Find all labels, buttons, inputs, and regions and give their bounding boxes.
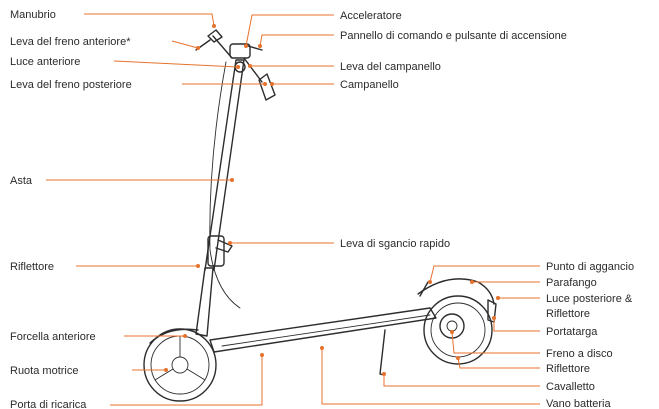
label-vano-batteria: Vano batteria: [546, 398, 612, 409]
dot-leva-freno-anteriore: [196, 46, 200, 50]
label-riflettore-destra: Riflettore: [546, 363, 590, 375]
dot-punto-aggancio: [428, 280, 432, 284]
dot-leva-freno-posteriore: [263, 82, 267, 86]
leader-punto-aggancio: [429, 265, 540, 283]
label-punto-aggancio: Punto di aggancio: [546, 261, 634, 273]
dot-luce-anteriore: [236, 65, 240, 69]
deck: [209, 307, 437, 353]
dot-forcella: [183, 334, 187, 338]
label-acceleratore: Acceleratore: [340, 10, 402, 22]
leader-lines: [46, 13, 540, 406]
label-cavalletto: Cavalletto: [546, 381, 595, 393]
dot-riflettore-dx: [456, 356, 460, 360]
label-leva-freno-anteriore: Leva del freno anteriore*: [10, 36, 131, 48]
dot-vano-batteria: [320, 346, 324, 350]
leader-porta-ricarica: [110, 355, 263, 406]
dot-parafango: [470, 280, 474, 284]
label-leva-sgancio-rapido: Leva di sgancio rapido: [340, 238, 450, 250]
dot-cavalletto: [382, 372, 386, 376]
leader-dots: [164, 24, 500, 376]
label-freno-disco: Freno a disco: [546, 348, 613, 360]
leader-cavalletto: [383, 374, 540, 387]
label-luce-posteriore-1: Luce posteriore &: [546, 293, 633, 305]
dot-portatarga: [492, 316, 496, 320]
labels-right: Acceleratore Pannello di comando e pulsa…: [340, 10, 634, 409]
label-campanello: Campanello: [340, 79, 399, 91]
label-pannello-comando: Pannello di comando e pulsante di accens…: [340, 30, 567, 42]
label-luce-anteriore: Luce anteriore: [10, 56, 80, 68]
front-fork: [195, 267, 214, 337]
leader-freno-disco: [451, 331, 540, 354]
dot-asta: [230, 178, 234, 182]
leader-manubrio: [84, 13, 215, 27]
dot-manubrio: [212, 24, 216, 28]
label-porta-ricarica: Porta di ricarica: [10, 399, 87, 409]
dot-pannello: [258, 44, 262, 48]
scooter-illustration: [143, 29, 497, 402]
cable: [209, 61, 241, 309]
dot-campanello: [270, 82, 274, 86]
leader-pannello: [259, 34, 334, 47]
dot-sgancio: [228, 241, 232, 245]
dot-acceleratore: [244, 44, 248, 48]
kickstand: [379, 329, 386, 376]
handlebar: [195, 29, 276, 101]
label-manubrio: Manubrio: [10, 9, 56, 21]
label-forcella-anteriore: Forcella anteriore: [10, 331, 96, 343]
front-fender: [149, 328, 199, 344]
stem: [204, 59, 245, 271]
label-portatarga: Portatarga: [546, 326, 598, 338]
dot-luce-posteriore: [496, 296, 500, 300]
quick-release-lever: [215, 239, 233, 253]
leader-portatarga: [493, 318, 540, 332]
leader-acceleratore: [245, 14, 334, 47]
hook-point: [419, 281, 429, 297]
label-asta: Asta: [10, 175, 33, 187]
rear-wheel: [423, 295, 493, 365]
dot-riflettore-sx: [196, 264, 200, 268]
label-riflettore-sinistra: Riflettore: [10, 261, 54, 273]
dot-porta-ricarica: [260, 353, 264, 357]
label-ruota-motrice: Ruota motrice: [10, 365, 78, 377]
label-parafango: Parafango: [546, 277, 597, 289]
leader-luce-anteriore: [113, 60, 239, 68]
label-luce-posteriore-2: Riflettore: [546, 308, 590, 320]
dot-ruota-motrice: [164, 368, 168, 372]
label-leva-freno-posteriore: Leva del freno posteriore: [10, 79, 132, 91]
labels-left: Manubrio Leva del freno anteriore* Luce …: [10, 9, 132, 409]
dot-leva-campanello: [248, 64, 252, 68]
label-leva-campanello: Leva del campanello: [340, 61, 441, 73]
deck-edge: [221, 314, 431, 347]
leader-vano-batteria: [321, 348, 540, 405]
leader-leva-freno-anteriore: [171, 40, 199, 49]
leader-riflettore-dx: [457, 357, 540, 369]
dot-freno-disco: [450, 330, 454, 334]
